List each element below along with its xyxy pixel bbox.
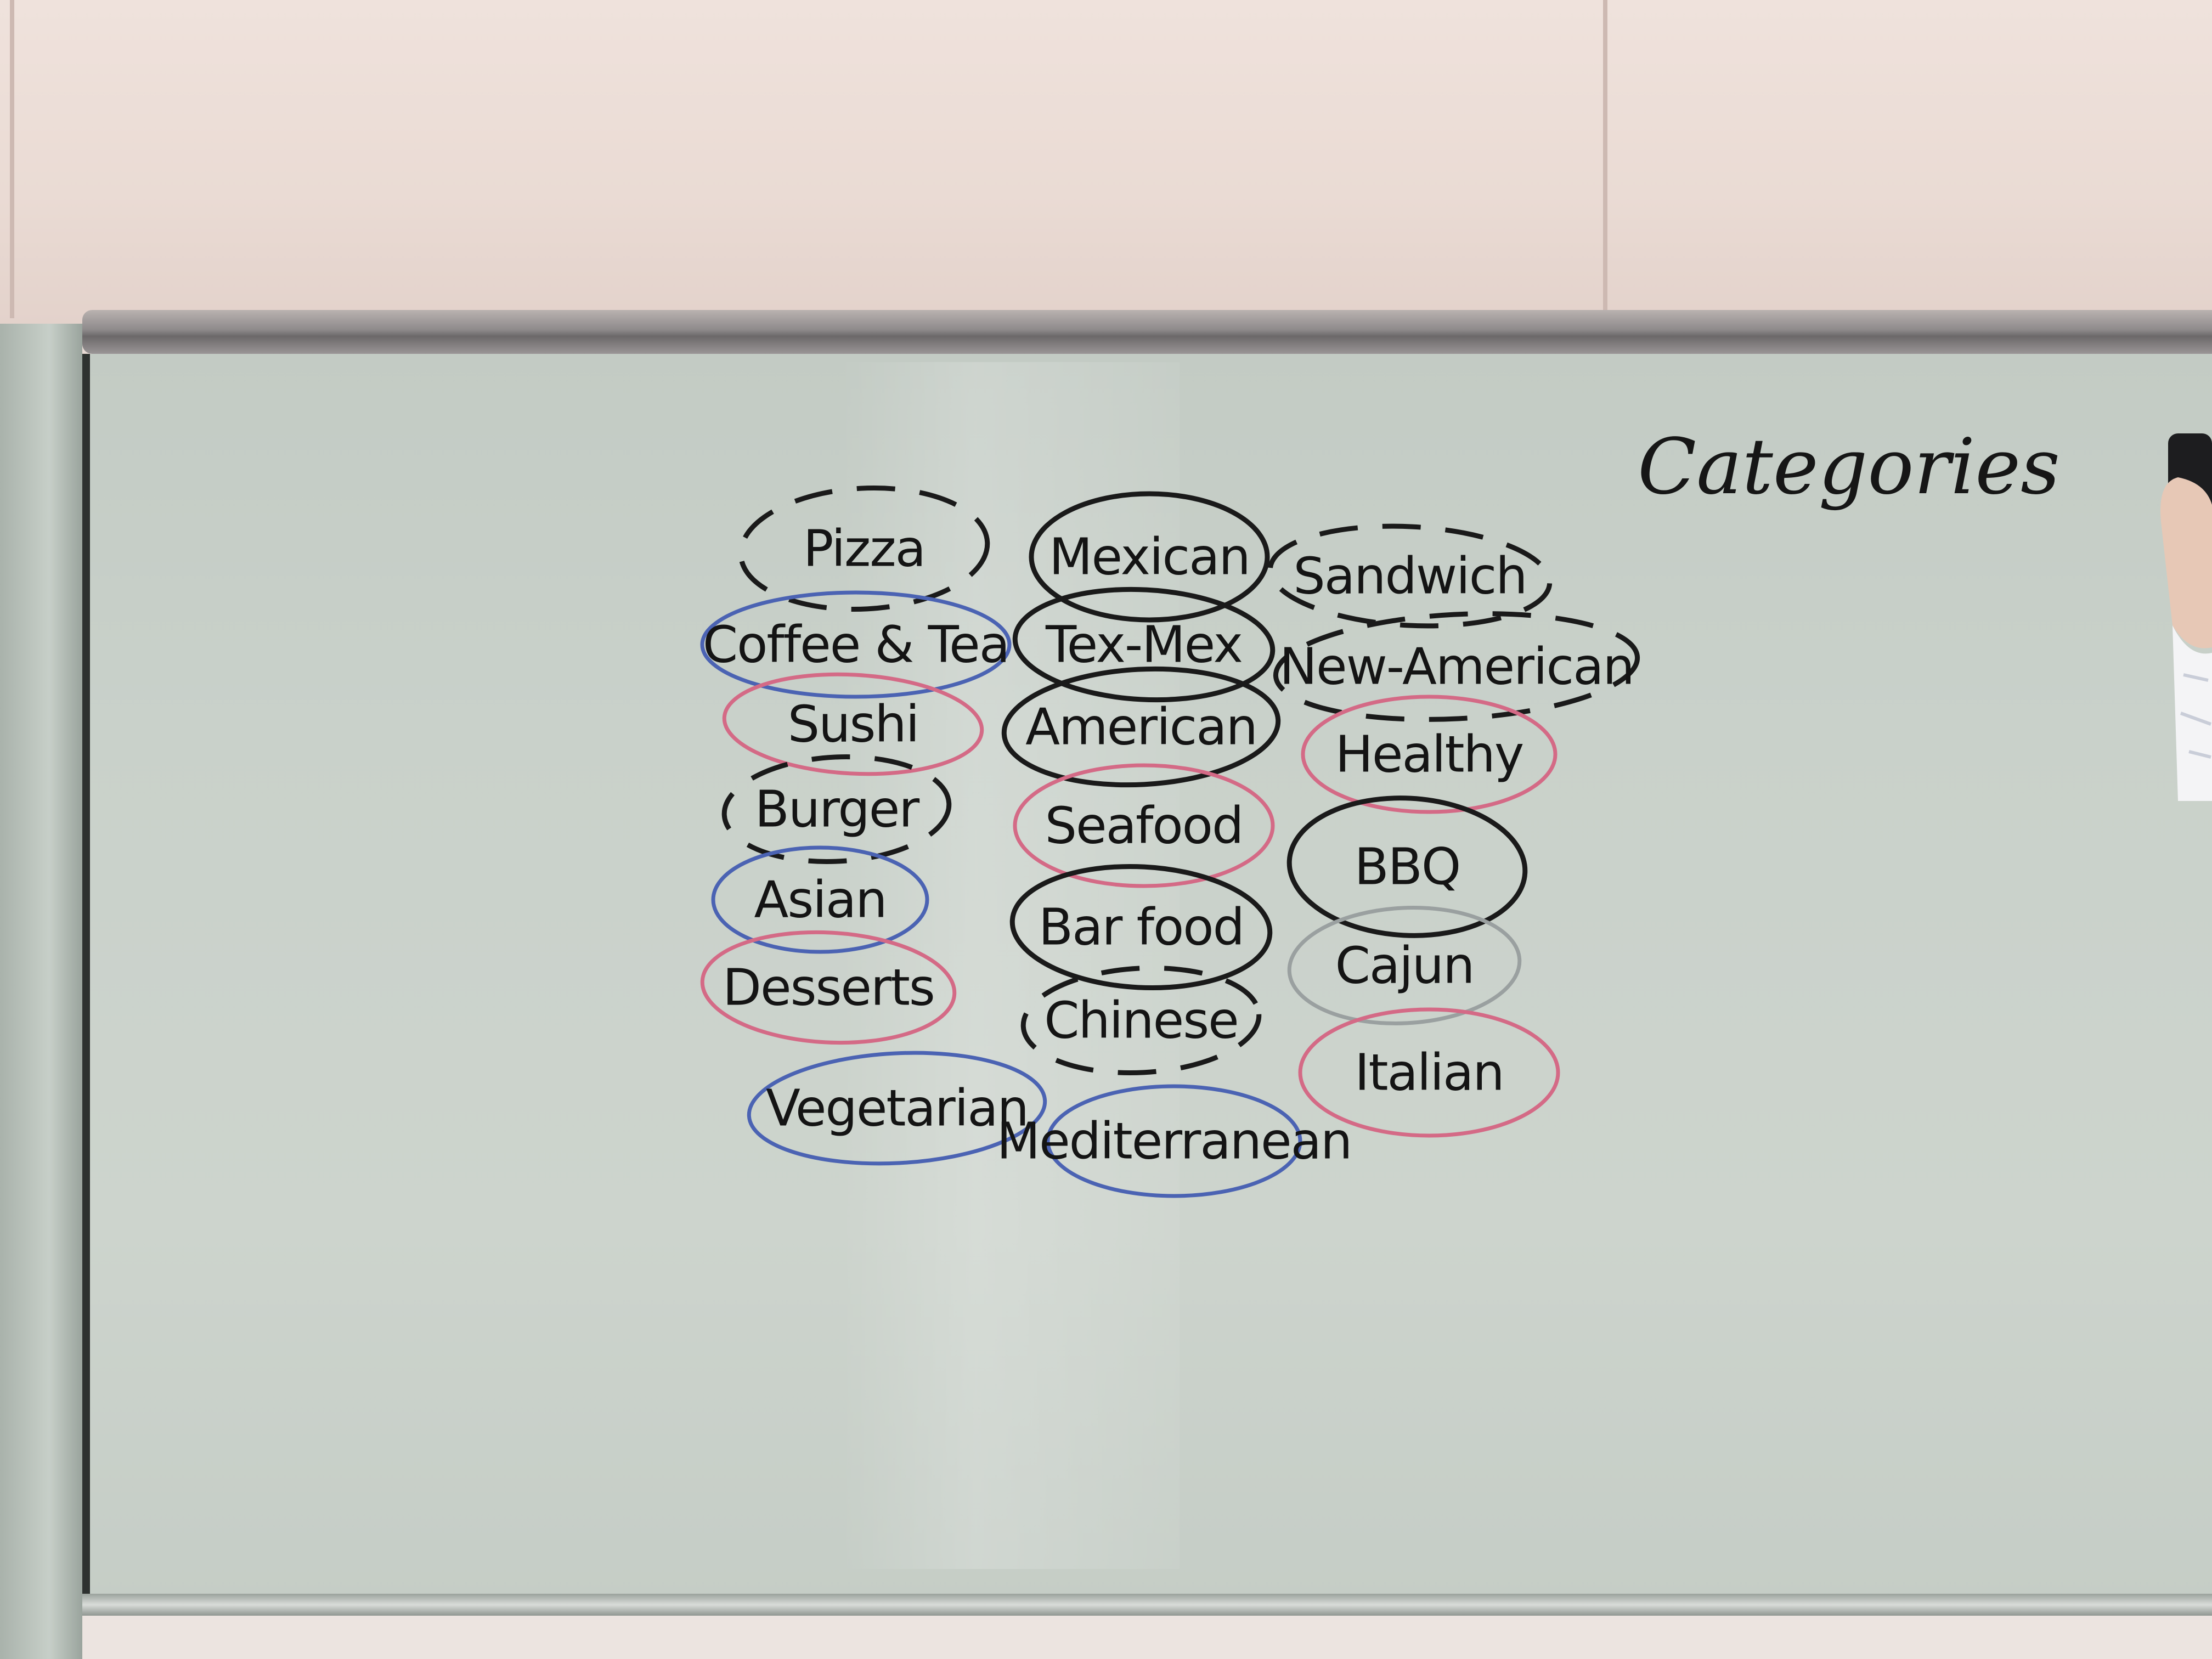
- category-label: Seafood: [1045, 796, 1244, 855]
- category-label: Healthy: [1335, 725, 1525, 784]
- category-label: Vegetarian: [766, 1079, 1029, 1138]
- category-label: Bar food: [1039, 898, 1245, 957]
- category-label: Italian: [1355, 1043, 1504, 1102]
- category-label: Sandwich: [1293, 546, 1527, 606]
- wall-panels: [0, 0, 2212, 324]
- category-label: Burger: [754, 780, 919, 839]
- category-label: Mediterranean: [996, 1111, 1353, 1171]
- board-title: Categories: [1638, 422, 2060, 512]
- category-label: Asian: [754, 870, 887, 929]
- category-label: BBQ: [1354, 837, 1462, 896]
- category-label: Sushi: [787, 695, 920, 754]
- left-wall-strip: [0, 324, 82, 1659]
- wall-seam-vertical: [1603, 0, 1607, 318]
- category-label: Desserts: [723, 958, 935, 1017]
- category-label: Coffee & Tea: [702, 615, 1010, 674]
- wall-seam-left: [10, 0, 14, 318]
- marker-rail: [82, 310, 2212, 354]
- category-label: Cajun: [1335, 936, 1475, 995]
- category-label: New-American: [1279, 637, 1635, 696]
- category-label: Tex-Mex: [1046, 615, 1243, 674]
- whiteboard-bottom-edge: [82, 1594, 2212, 1616]
- category-label: Mexican: [1049, 527, 1251, 586]
- lower-wall: [82, 1616, 2212, 1659]
- category-label: Chinese: [1044, 991, 1239, 1050]
- category-label: Pizza: [803, 519, 926, 578]
- hand-holding-eraser: [2160, 433, 2212, 801]
- category-label: American: [1025, 697, 1258, 757]
